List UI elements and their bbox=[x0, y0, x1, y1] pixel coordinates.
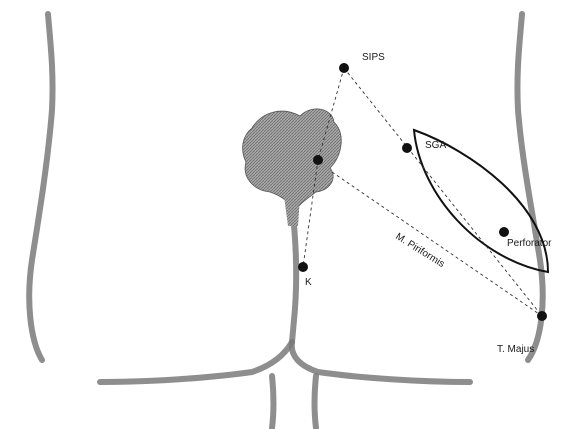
left-flank-outline bbox=[29, 14, 52, 360]
line-sips-to-tmajus bbox=[344, 68, 542, 316]
label-sips: SIPS bbox=[362, 52, 385, 63]
point-sga bbox=[402, 143, 412, 153]
guide-lines bbox=[303, 68, 542, 316]
point-sips bbox=[339, 63, 349, 73]
right-thigh-inner bbox=[315, 376, 317, 428]
body-outline bbox=[29, 14, 542, 428]
defect-stem bbox=[284, 196, 300, 226]
point-perforator bbox=[499, 227, 509, 237]
gluteal-fold-left bbox=[100, 342, 292, 382]
point-center bbox=[313, 155, 323, 165]
left-thigh-inner bbox=[272, 376, 274, 428]
label-sga: SGA bbox=[425, 140, 446, 151]
label-perforator: Perforator bbox=[507, 238, 552, 249]
point-k bbox=[298, 262, 308, 272]
point-t-majus bbox=[537, 311, 547, 321]
label-piriformis: M. Piriformis bbox=[393, 231, 446, 270]
label-t-majus: T. Majus bbox=[497, 344, 534, 355]
label-k: K bbox=[305, 277, 312, 288]
